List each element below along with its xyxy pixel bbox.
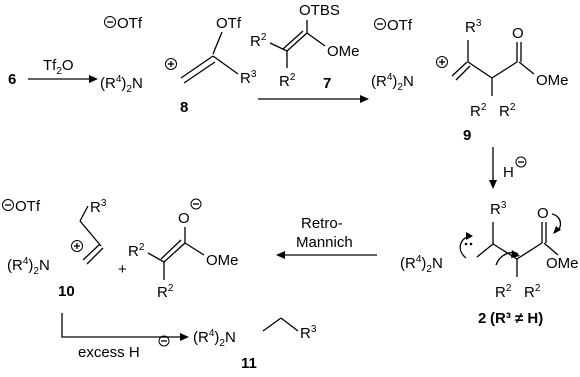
ome-group-7: OMe	[327, 43, 360, 60]
enolate-product: O OMe R2 R2	[128, 198, 239, 301]
reagent-h-minus: H	[503, 164, 514, 181]
counterion-otf-9: OTf	[387, 17, 413, 34]
r3-group-9: R3	[465, 18, 482, 36]
arrow-8-to-9	[258, 95, 369, 103]
compound-6-label: 6	[8, 71, 16, 88]
r2-group-enolate-a: R2	[128, 242, 145, 260]
reagent-7: OTBS OMe R2 R2	[250, 2, 360, 90]
compound-8-label: 8	[180, 99, 188, 116]
compound-2-label: 2	[478, 310, 486, 327]
compound-9-label: 9	[463, 127, 471, 144]
compound-2: (R4)2N R3 R2 R2 O OMe	[400, 200, 579, 301]
amine-group-10: (R4)2N	[7, 256, 50, 277]
compound-8: OTf OTf (R4)2N R3	[100, 15, 257, 95]
compound-2-condition: (R³ ≠ H)	[490, 310, 543, 327]
compound-9: OTf (R4)2N R3 R2 R2 O OMe	[371, 17, 569, 120]
reagent-retro: Retro-	[301, 215, 343, 232]
r2-group-9a: R2	[470, 102, 487, 120]
arrow-tf2o	[28, 75, 98, 83]
r2-group-2a: R2	[495, 283, 512, 301]
r2-group-enolate-b: R2	[157, 283, 174, 301]
plus-sign: +	[118, 261, 127, 278]
ome-group-enolate: OMe	[206, 252, 239, 269]
amine-group-8: (R4)2N	[100, 74, 143, 95]
otf-substituent: OTf	[216, 15, 242, 32]
compound-11: (R4)2N R3	[193, 317, 317, 349]
r3-group-10: R3	[90, 198, 107, 216]
counterion-otf: OTf	[117, 15, 143, 32]
arrow-retro-mannich	[276, 251, 377, 259]
r2-group-7b: R2	[279, 72, 296, 90]
amine-group-9: (R4)2N	[371, 72, 414, 93]
r2-group-7a: R2	[250, 32, 267, 50]
reagent-excess-h: excess H	[78, 344, 140, 361]
ome-group-9: OMe	[536, 72, 569, 89]
carbonyl-o-9: O	[512, 25, 524, 42]
r2-group-9b: R2	[499, 102, 516, 120]
reagent-mannich: Mannich	[296, 234, 353, 251]
compound-7-label: 7	[323, 75, 331, 92]
amine-group-2: (R4)2N	[400, 254, 443, 275]
r3-group-8: R3	[240, 69, 257, 87]
r3-group-2: R3	[490, 200, 507, 218]
otbs-group: OTBS	[299, 2, 340, 19]
amine-group-11: (R4)2N	[193, 328, 236, 349]
counterion-otf-10: OTf	[15, 198, 41, 215]
arrow-9-to-2	[489, 147, 497, 189]
carbonyl-o-2: O	[537, 205, 549, 222]
arrow-10-to-11	[61, 313, 189, 341]
compound-10: OTf R3 (R4)2N	[2, 198, 107, 277]
enolate-o: O	[178, 210, 190, 227]
reagent-tf2o: Tf2O	[43, 57, 74, 77]
r2-group-2b: R2	[524, 283, 541, 301]
compound-11-label: 11	[241, 355, 257, 372]
compound-10-label: 10	[58, 283, 75, 300]
r3-group-11: R3	[300, 324, 317, 342]
ome-group-2: OMe	[546, 255, 579, 272]
